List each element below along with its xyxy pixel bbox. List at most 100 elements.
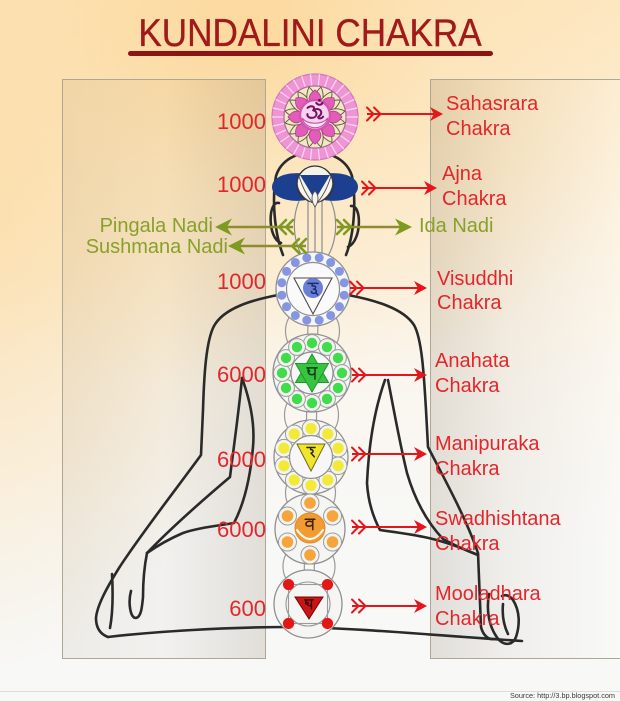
arrow-pingala-nadi <box>215 218 295 236</box>
arrow-head <box>414 599 427 613</box>
petal-dot <box>306 337 318 349</box>
arrow-manipuraka <box>351 446 427 462</box>
om-glyph <box>306 98 325 120</box>
arrow-head <box>395 218 412 236</box>
lotus-petal <box>308 127 322 145</box>
petal-dot <box>321 578 334 591</box>
source-credit: Source: http://3.bp.blogspot.com <box>509 691 615 700</box>
mooladhara-petals <box>282 578 334 630</box>
chakra-value-ajna: 1000 <box>217 172 266 197</box>
right-shoulder-arm <box>346 293 496 641</box>
chakra-visuddhi <box>275 251 351 327</box>
arrow-fletching <box>361 180 377 196</box>
chakra-name-anahata: Anahata <box>435 350 510 372</box>
arrow-head <box>414 281 427 295</box>
petal-dot <box>305 479 317 492</box>
sahasrara-crescent <box>301 117 329 129</box>
visuddhi-center <box>303 278 323 298</box>
bija-glyph-ham <box>307 282 319 296</box>
ring-segment-divider <box>343 129 355 136</box>
wing-petal <box>325 173 358 201</box>
ring-segment-divider <box>292 79 301 91</box>
ring-segment-divider <box>272 107 285 112</box>
head-channel-right <box>327 196 337 257</box>
arrow-head <box>424 181 437 195</box>
petal-dot <box>278 442 290 454</box>
petal-dot <box>290 258 300 268</box>
source-divider <box>0 691 620 692</box>
petal-dot <box>288 474 300 486</box>
ring-segment-divider <box>339 91 351 100</box>
ring-segment-divider <box>335 84 345 95</box>
nadi-label-pingala: Pingala Nadi <box>99 215 213 237</box>
bija-glyph-vam <box>304 518 316 531</box>
chakra-value-manipuraka: 6000 <box>217 447 266 472</box>
chakra-name-ajna: Ajna <box>442 163 483 185</box>
chakra-name-sahasrara: Sahasrara <box>446 93 539 115</box>
chakra-arrows <box>349 106 443 614</box>
arrow-fletching <box>335 218 353 236</box>
petal-dot <box>281 536 294 548</box>
head-channel-left <box>293 196 303 257</box>
petal-dot <box>280 382 292 394</box>
petal-dot <box>322 474 334 486</box>
manipuraka-triangle <box>296 443 326 473</box>
swadhishtana-petals <box>277 493 343 565</box>
chakra-manipuraka <box>273 419 349 495</box>
left-inner-arm <box>145 376 244 555</box>
petal-dot <box>282 578 295 591</box>
left-hand <box>108 551 149 630</box>
petal-dot <box>302 315 312 325</box>
chakra-anahata <box>272 333 352 413</box>
petal-dot <box>280 352 292 364</box>
chakra-value-visuddhi: 1000 <box>217 269 266 294</box>
left-shoulder-arm <box>94 293 280 639</box>
bija-glyph-yam <box>306 367 318 380</box>
arrow-anahata <box>351 367 427 383</box>
arrow-head <box>414 368 427 382</box>
petal-dot <box>326 258 336 268</box>
petal-dot <box>282 617 295 630</box>
left-torso-side <box>145 376 255 555</box>
petal-dot <box>326 536 339 548</box>
petal-dot <box>334 302 344 312</box>
om-glyph-stroke <box>306 101 325 120</box>
petal-dot <box>321 341 333 353</box>
anahata-petals <box>273 334 351 412</box>
petal-dot <box>332 352 344 364</box>
bija-glyph-stroke <box>306 367 318 380</box>
bija-glyph-stroke <box>304 518 316 531</box>
ring-segment-divider <box>317 74 321 87</box>
arrow-sahasrara <box>366 106 443 122</box>
petal-dot <box>304 549 316 561</box>
arrow-swadhishtana <box>351 519 427 535</box>
chakra-value-anahata: 6000 <box>217 362 266 387</box>
ring-segment-divider <box>309 147 313 160</box>
anahata-hexagram-down <box>294 363 330 393</box>
ring-segment-divider <box>279 91 291 100</box>
ring-segment-divider <box>309 74 313 87</box>
chakra-suffix-swadhishtana: Chakra <box>435 533 500 555</box>
arrow-ajna <box>361 180 437 196</box>
ring-segment-divider <box>279 134 291 143</box>
swadhishtana-crescent <box>295 528 325 541</box>
petal-dot <box>326 510 339 522</box>
chakra-value-mooladhara: 600 <box>229 596 266 621</box>
arrow-fletching <box>349 280 365 296</box>
arrow-mooladhara <box>351 598 427 614</box>
arrow-fletching <box>277 218 295 236</box>
chakra-value-sahasrara: 1000 <box>217 109 266 134</box>
ring-segment-divider <box>275 98 287 105</box>
chakra-suffix-manipuraka: Chakra <box>435 458 500 480</box>
right-panel <box>430 79 620 659</box>
petal-dot <box>290 310 300 320</box>
nadi-arrows <box>215 218 412 255</box>
ring-segment-divider <box>301 146 307 159</box>
arrow-fletching <box>351 367 367 383</box>
ring-segment-divider <box>345 107 358 112</box>
petal-dot <box>304 497 316 509</box>
arrow-head <box>228 237 245 255</box>
ring-segment-divider <box>339 134 351 143</box>
chakra-swadhishtana <box>274 493 346 565</box>
